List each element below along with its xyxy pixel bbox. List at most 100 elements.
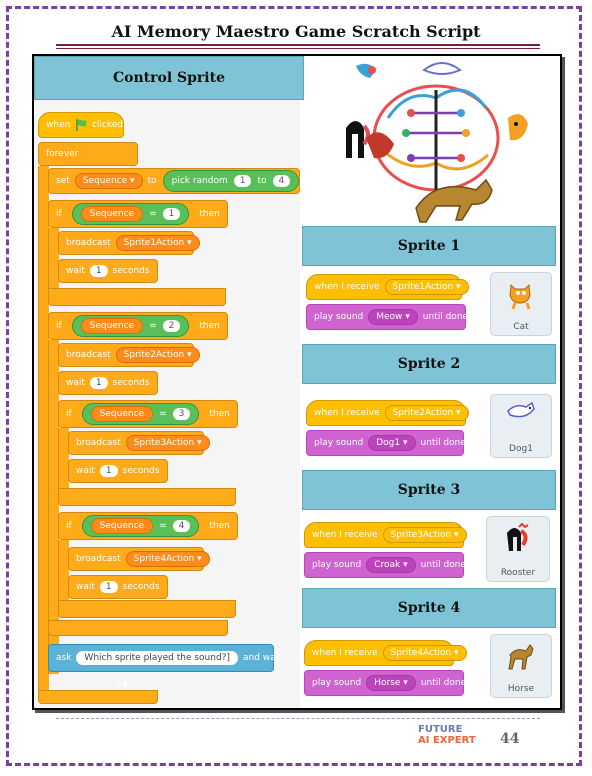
if-arm [48, 228, 59, 288]
variable-dropdown[interactable]: Sequence ▾ [74, 173, 143, 189]
title-underline [56, 44, 540, 46]
sequence-variable[interactable]: Sequence [80, 206, 144, 222]
wait-seconds-input[interactable]: 1 [99, 465, 118, 477]
compare-value-input[interactable]: 4 [172, 520, 191, 532]
thumbnail-label: Horse [507, 684, 535, 694]
ask-label: ask [56, 653, 72, 663]
sprite-thumbnail-rooster[interactable]: Rooster [486, 516, 550, 582]
to-label: to [147, 176, 157, 186]
play-sound-block[interactable]: play sound Meow ▾ until done [306, 304, 469, 330]
set-variable-block[interactable]: set Sequence ▾ to pick random 1 to 4 [48, 168, 300, 194]
play-sound-label: play sound [314, 312, 364, 322]
message-dropdown[interactable]: Sprite3Action ▾ [382, 527, 467, 543]
set-label: set [56, 176, 70, 186]
message-dropdown[interactable]: Sprite2Action ▾ [115, 347, 200, 363]
message-dropdown[interactable]: Sprite1Action ▾ [384, 279, 469, 295]
equals-sign: = [149, 209, 157, 219]
code-area: when clicked forever set Sequence ▾ to p… [34, 100, 300, 708]
wait-label: wait [76, 582, 95, 592]
logo-line2: AI EXPERT [418, 735, 476, 746]
wait-seconds-input[interactable]: 1 [89, 377, 108, 389]
message-dropdown[interactable]: Sprite2Action ▾ [384, 405, 469, 421]
compare-value-input[interactable]: 1 [162, 208, 181, 220]
question-input[interactable]: Which sprite played the sound?] [76, 651, 238, 665]
thumbnail-label: Dog1 [509, 444, 533, 454]
when-receive-label: when I receive [312, 648, 378, 658]
ask-and-wait-block[interactable]: ask Which sprite played the sound?] and … [48, 644, 282, 672]
sequence-variable[interactable]: Sequence [90, 518, 154, 534]
sprite-thumbnail-horse[interactable]: Horse [490, 634, 552, 698]
page-border [6, 6, 582, 766]
pick-random-block[interactable]: pick random 1 to 4 [162, 170, 300, 192]
page-title: AI Memory Maestro Game Scratch Script [111, 22, 481, 41]
then-label: then [209, 409, 230, 419]
until-done-label: until done [420, 438, 466, 448]
if-block[interactable]: if Sequence=4 then [58, 512, 238, 540]
if-arm [58, 540, 69, 600]
sprite2-header: Sprite 2 [302, 344, 556, 384]
wait-seconds-input[interactable]: 1 [89, 265, 108, 277]
until-done-label: until done [420, 560, 466, 570]
equals-sign: = [149, 321, 157, 331]
compare-value-input[interactable]: 3 [172, 408, 191, 420]
if-foot [58, 488, 236, 506]
sound-dropdown[interactable]: Croak ▾ [366, 557, 416, 573]
forever-label: forever [46, 149, 79, 159]
sequence-variable[interactable]: Sequence [90, 406, 154, 422]
message-dropdown[interactable]: Sprite4Action ▾ [125, 551, 210, 567]
control-sprite-header: Control Sprite [34, 56, 304, 100]
if-label: if [66, 409, 72, 419]
if-foot [48, 620, 228, 636]
random-to-input[interactable]: 4 [272, 175, 291, 187]
sprite4-header: Sprite 4 [302, 588, 556, 628]
until-done-label: until done [422, 312, 469, 322]
forever-block[interactable]: forever [38, 142, 138, 166]
thumbnail-label: Rooster [500, 568, 536, 578]
equals-operator[interactable]: Sequence=4 [81, 515, 200, 537]
seconds-label: seconds [122, 466, 160, 476]
when-flag-clicked-block[interactable]: when clicked [38, 112, 124, 138]
if-block[interactable]: if Sequence=1 then [48, 200, 228, 228]
horse-icon [508, 644, 534, 670]
if-label: if [66, 521, 72, 531]
sound-dropdown[interactable]: Dog1 ▾ [368, 435, 416, 451]
when-label: when [46, 120, 71, 130]
sprite-thumbnail-cat[interactable]: Cat [490, 272, 552, 336]
equals-operator[interactable]: Sequence=3 [81, 403, 200, 425]
message-dropdown[interactable]: Sprite1Action ▾ [115, 235, 200, 251]
random-from-input[interactable]: 1 [233, 175, 252, 187]
when-i-receive-block[interactable]: when I receive Sprite4Action ▾ [304, 640, 467, 666]
sound-dropdown[interactable]: Horse ▾ [366, 675, 416, 691]
until-done-label: until done [420, 678, 467, 688]
if-block[interactable]: if Sequence=3 then [58, 400, 238, 428]
equals-operator[interactable]: Sequence = 1 [71, 203, 190, 225]
message-dropdown[interactable]: Sprite4Action ▾ [382, 645, 467, 661]
message-dropdown[interactable]: Sprite3Action ▾ [125, 435, 210, 451]
sequence-variable[interactable]: Sequence [80, 318, 144, 334]
then-label: then [199, 321, 220, 331]
script-panel: Control Sprite when clicked forever set … [32, 54, 562, 710]
compare-value-input[interactable]: 2 [162, 320, 181, 332]
equals-operator[interactable]: Sequence = 2 [71, 315, 190, 337]
sound-dropdown[interactable]: Meow ▾ [368, 309, 418, 325]
forever-arm [38, 166, 49, 692]
sprite-thumbnail-dog[interactable]: Dog1 [490, 394, 552, 458]
loop-arrow-icon [117, 680, 128, 688]
wait-seconds-input[interactable]: 1 [99, 581, 118, 593]
if-block[interactable]: if Sequence=2 then [48, 312, 228, 340]
if-foot [48, 288, 226, 306]
